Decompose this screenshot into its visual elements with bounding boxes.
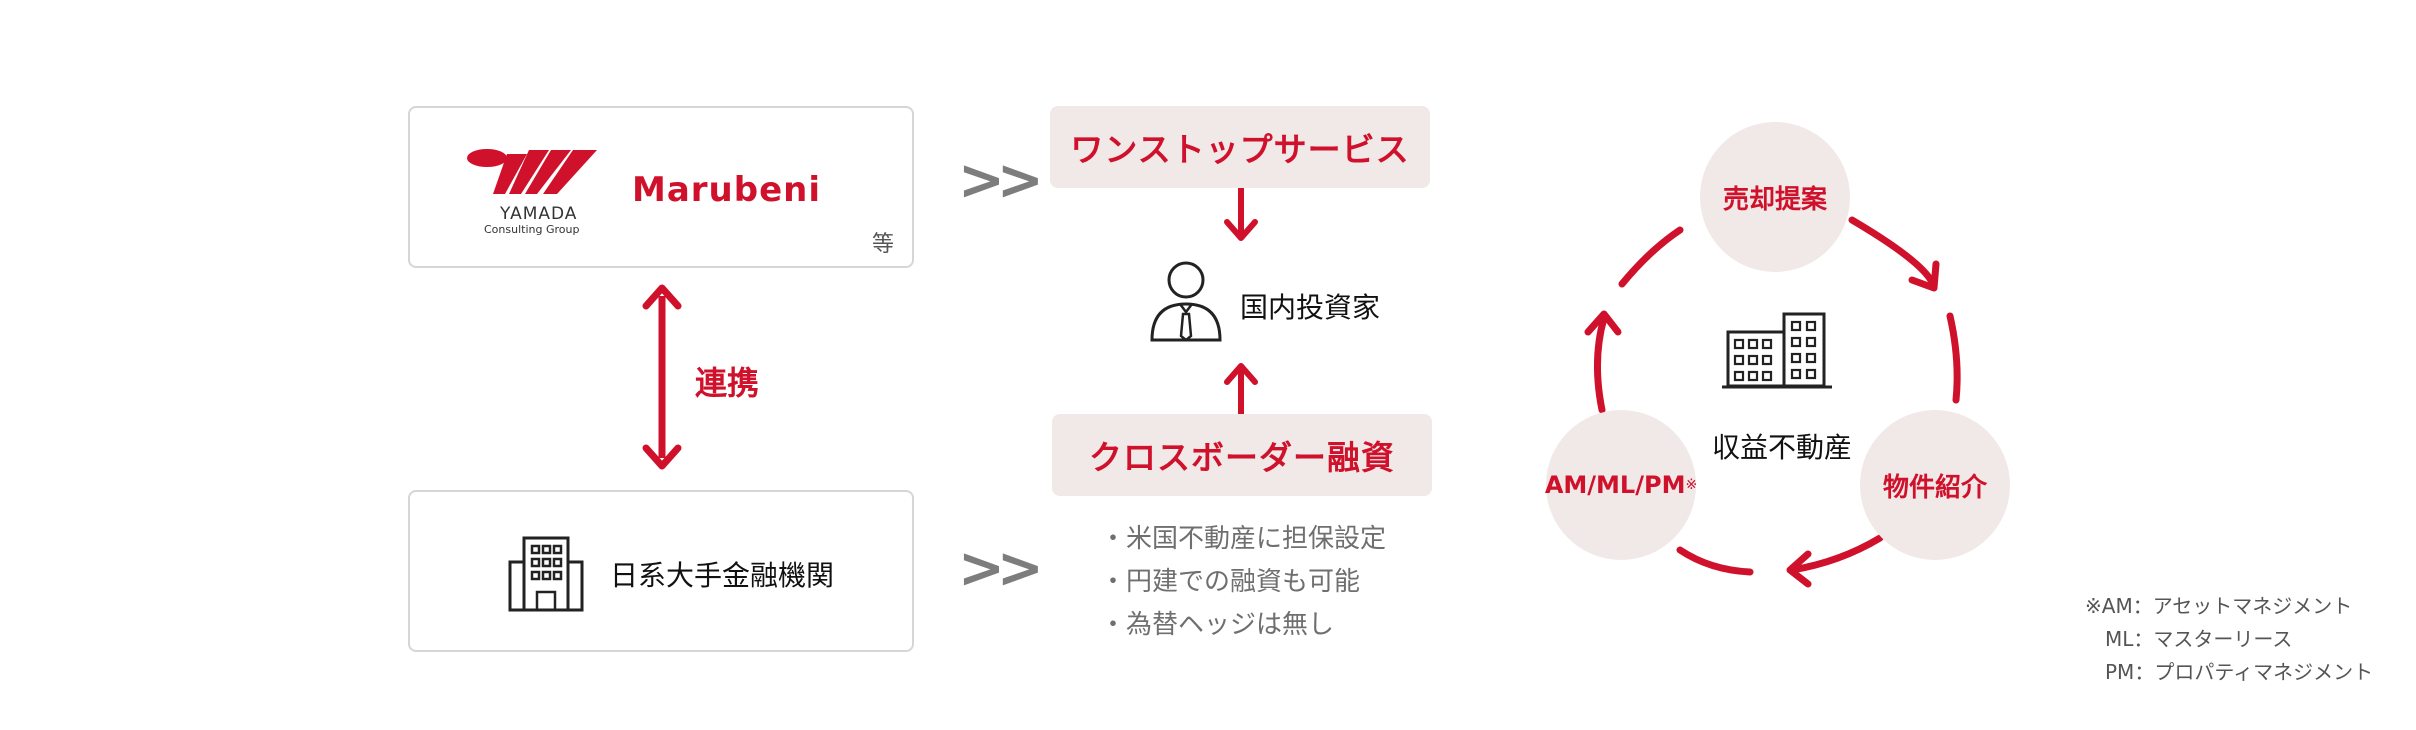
- partners-box: YAMADA Consulting Group Marubeni 等: [408, 106, 914, 268]
- chevron-right-icon: >>: [958, 148, 1044, 213]
- cycle-node-sell-proposal: 売却提案: [1700, 122, 1850, 272]
- list-item: 為替ヘッジは無し: [1100, 604, 1386, 647]
- link-label: 連携: [695, 364, 760, 402]
- cycle-node-property-intro: 物件紹介: [1860, 410, 2010, 560]
- investor-label: 国内投資家: [1240, 291, 1381, 324]
- note-line: PM：プロパティマネジメント: [2085, 660, 2374, 684]
- list-item: 円建での融資も可能: [1100, 561, 1386, 604]
- bank-box: 日系大手金融機関: [408, 490, 914, 652]
- yamada-logo-name: YAMADA: [500, 204, 578, 224]
- office-buildings-icon: [1722, 312, 1832, 389]
- bank-label: 日系大手金融機関: [610, 559, 835, 592]
- cross-border-loan-pill: クロスボーダー融資: [1052, 414, 1432, 496]
- chevron-right-icon: >>: [958, 536, 1044, 601]
- yamada-logo-sub: Consulting Group: [484, 223, 580, 236]
- marubeni-logo: Marubeni: [632, 170, 822, 210]
- note-line: ML：マスターリース: [2085, 627, 2293, 651]
- list-item: 米国不動産に担保設定: [1100, 518, 1386, 561]
- abbreviation-notes: ※AM：アセットマネジメント ML：マスターリース PM：プロパティマネジメント: [2085, 590, 2373, 689]
- loan-features-list: 米国不動産に担保設定 円建での融資も可能 為替ヘッジは無し: [1100, 518, 1386, 647]
- cycle-arrows: [1584, 216, 1961, 588]
- arrow-down-icon: [1224, 188, 1258, 241]
- double-arrow-icon: [642, 284, 682, 470]
- yamada-logo-icon: [467, 149, 597, 194]
- building-icon: [508, 536, 584, 612]
- income-property-label: 収益不動産: [1712, 431, 1853, 464]
- one-stop-service-pill: ワンストップサービス: [1050, 106, 1430, 188]
- note-mark: ※: [1685, 477, 1698, 493]
- note-line: ※AM：アセットマネジメント: [2085, 594, 2353, 618]
- etc-label: 等: [872, 232, 895, 257]
- cycle-node-am-ml-pm: AM/ML/PM※: [1544, 410, 1698, 560]
- arrow-up-icon: [1224, 363, 1258, 418]
- am-ml-pm-label: AM/ML/PM: [1544, 471, 1686, 499]
- person-icon: [1150, 261, 1222, 342]
